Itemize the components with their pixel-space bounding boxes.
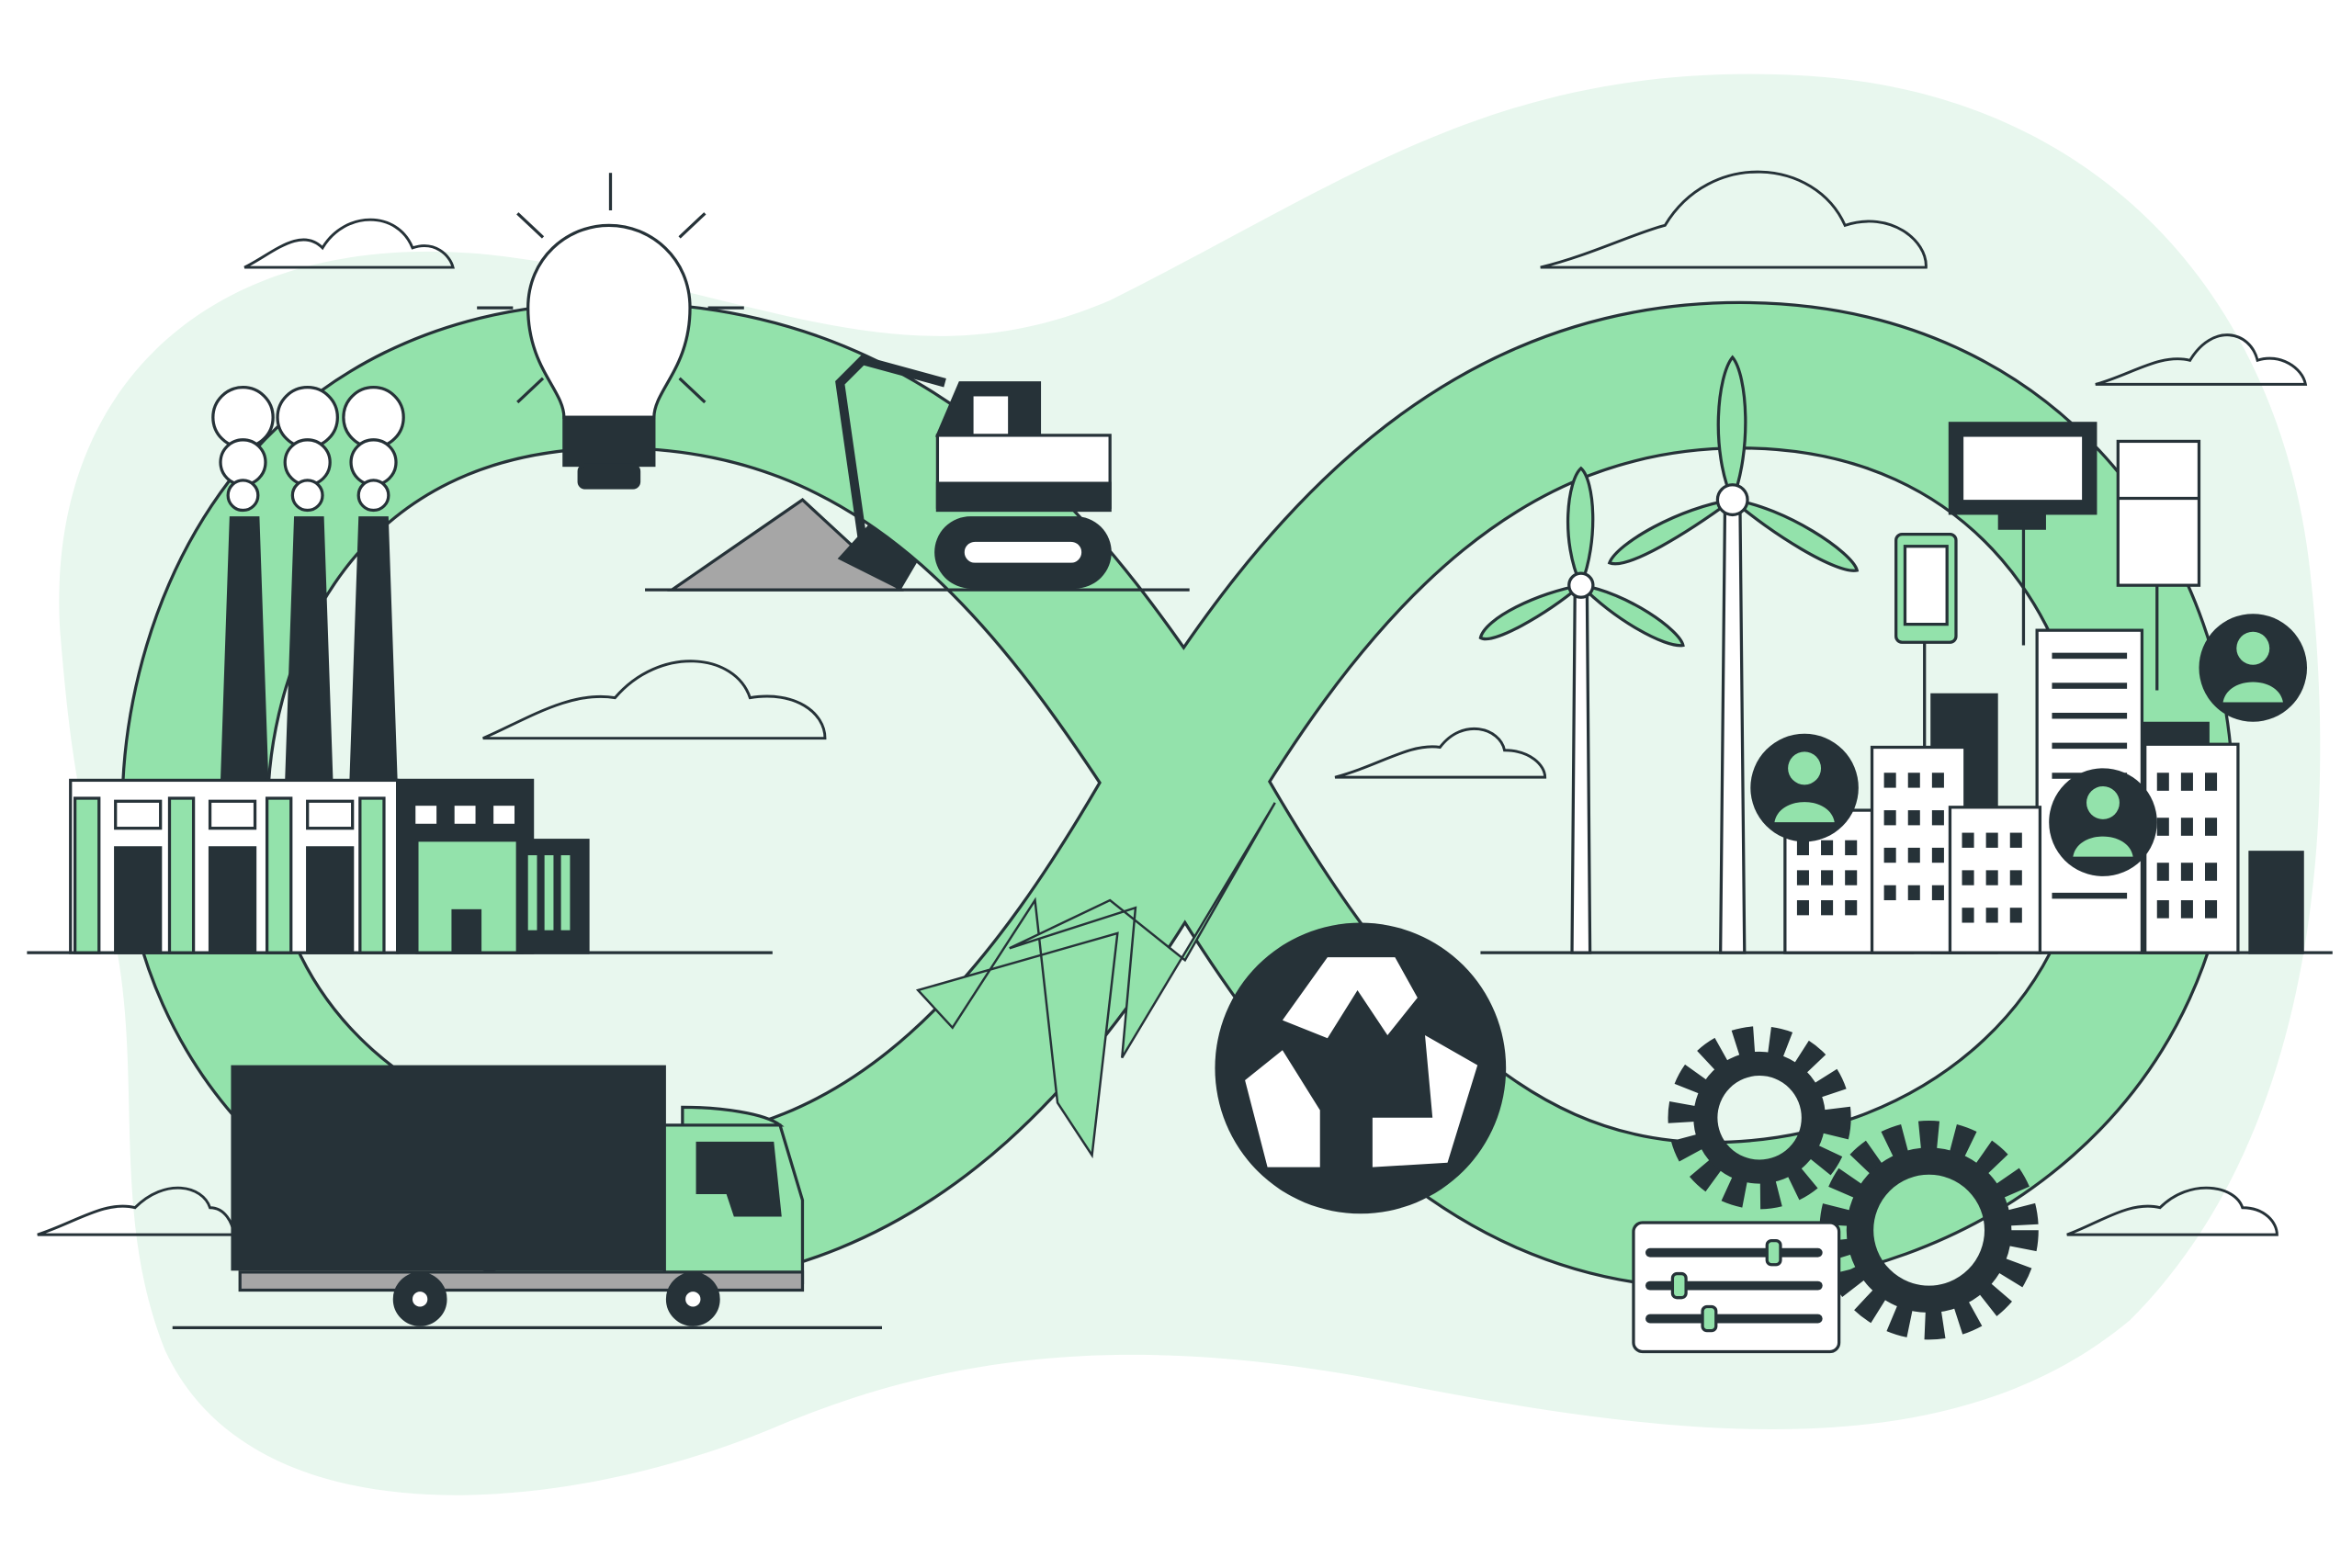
factory-icon bbox=[69, 386, 590, 954]
monitor-icon bbox=[1948, 422, 2098, 646]
truck-icon bbox=[231, 1065, 805, 1326]
gear-icon bbox=[1693, 1051, 2012, 1314]
arrow-icon bbox=[1009, 802, 1276, 1059]
recycle-icon bbox=[1215, 922, 1507, 1214]
cloud-icon bbox=[37, 170, 2308, 1236]
refrigerator-icon bbox=[2116, 439, 2201, 691]
arrow-icon bbox=[915, 897, 1119, 1159]
lightbulb-icon bbox=[477, 173, 744, 490]
excavator-icon bbox=[667, 355, 1112, 592]
slider-panel-icon bbox=[1632, 1221, 1841, 1354]
user-avatar-icon bbox=[1750, 614, 2308, 876]
smartphone-icon bbox=[1894, 533, 1958, 750]
wind-turbine-icon bbox=[1478, 355, 1860, 954]
